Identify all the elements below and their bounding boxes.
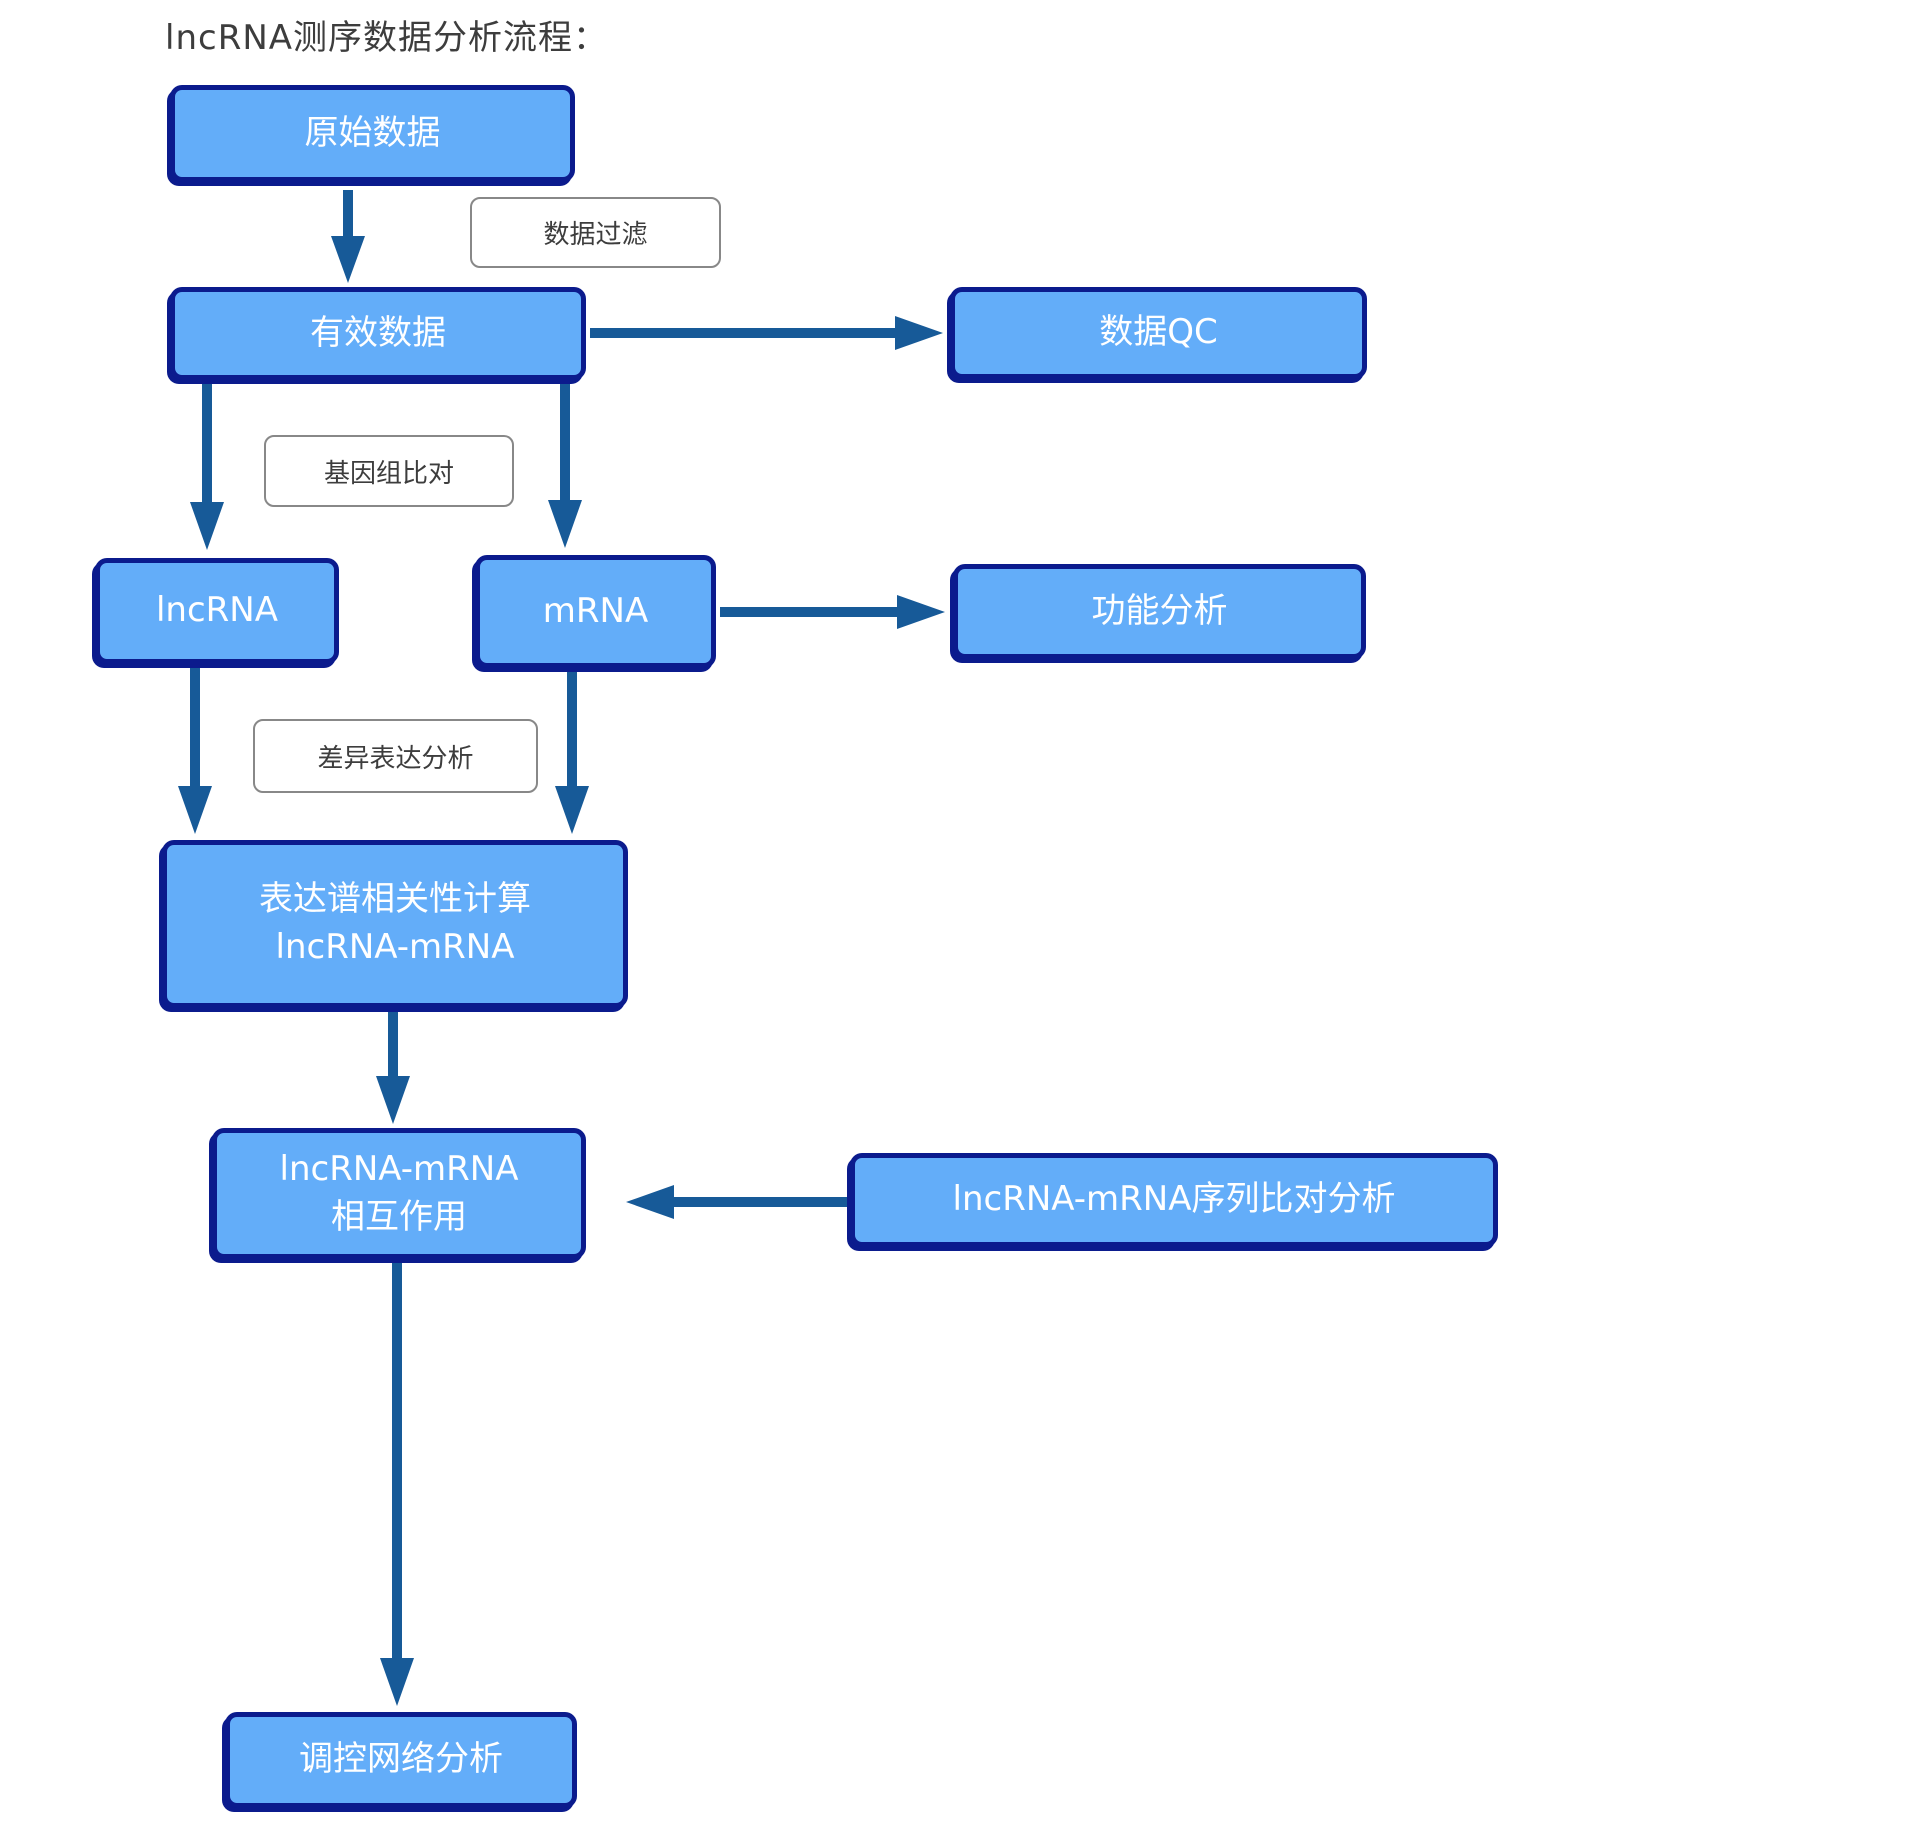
arrow-interaction-to-network — [380, 1261, 414, 1706]
arrow-valid-to-lncrna — [190, 382, 224, 550]
arrow-valid-to-mrna — [548, 382, 582, 548]
node-valid-data-label: 有效数据 — [310, 312, 446, 353]
node-network: 调控网络分析 — [225, 1712, 577, 1808]
node-lncrna: lncRNA — [95, 558, 339, 664]
node-correlation-line1: 表达谱相关性计算 — [259, 879, 531, 920]
node-interaction: lncRNA-mRNA 相互作用 — [212, 1128, 586, 1259]
node-functional-analysis-label: 功能分析 — [1091, 590, 1228, 631]
arrow-valid-to-qc — [590, 316, 943, 350]
node-raw-data: 原始数据 — [170, 85, 575, 182]
node-seq-alignment: lncRNA-mRNA序列比对分析 — [850, 1153, 1498, 1247]
node-mrna-label: mRNA — [542, 590, 649, 631]
arrow-mrna-to-functional — [720, 595, 945, 629]
edge-label-genome-alignment: 基因组比对 — [264, 435, 514, 507]
arrow-seqalign-to-interaction — [626, 1185, 848, 1219]
node-functional-analysis: 功能分析 — [953, 564, 1366, 659]
node-mrna: mRNA — [475, 555, 716, 668]
node-data-qc-label: 数据QC — [1099, 312, 1218, 353]
node-valid-data: 有效数据 — [170, 287, 586, 380]
node-interaction-line1: lncRNA-mRNA — [279, 1148, 519, 1189]
edge-label-diff-expression-text: 差异表达分析 — [317, 743, 474, 774]
node-seq-alignment-label: lncRNA-mRNA序列比对分析 — [952, 1179, 1396, 1220]
node-correlation: 表达谱相关性计算 lncRNA-mRNA — [162, 840, 628, 1008]
edge-label-diff-expression: 差异表达分析 — [253, 719, 538, 793]
arrow-mrna-to-correlation — [555, 670, 589, 834]
node-data-qc: 数据QC — [950, 287, 1367, 379]
node-correlation-line2: lncRNA-mRNA — [275, 927, 515, 967]
node-interaction-line2: 相互作用 — [331, 1196, 467, 1237]
edge-label-data-filter-text: 数据过滤 — [543, 220, 648, 250]
node-raw-data-label: 原始数据 — [304, 112, 441, 153]
arrow-raw-to-valid — [331, 190, 365, 283]
arrow-correlation-to-interaction — [376, 1010, 410, 1124]
node-network-label: 调控网络分析 — [299, 1739, 503, 1780]
node-lncrna-label: lncRNA — [155, 590, 278, 631]
edge-label-data-filter: 数据过滤 — [470, 197, 721, 268]
arrow-lncrna-to-correlation — [178, 666, 212, 834]
edge-label-genome-alignment-text: 基因组比对 — [323, 458, 454, 489]
page-title: lncRNA测序数据分析流程： — [165, 18, 609, 58]
